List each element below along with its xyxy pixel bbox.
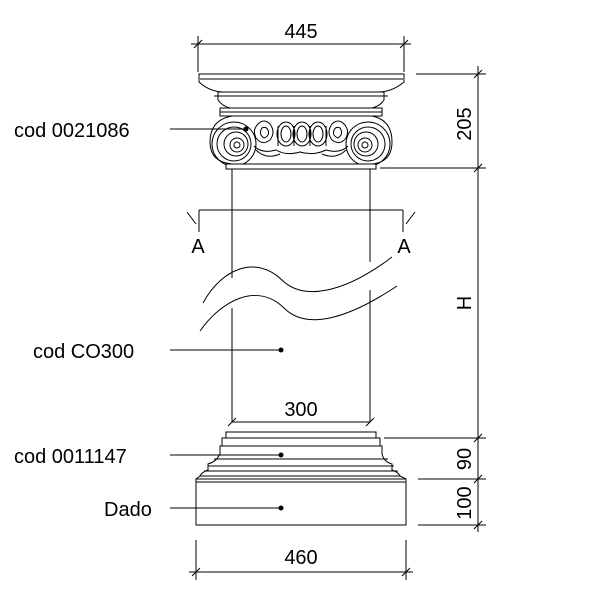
bottom-width-label: 460 <box>284 547 317 569</box>
top-width-label: 445 <box>284 21 317 43</box>
callout-shaft-label: cod CO300 <box>33 341 134 363</box>
section-mark-right: A <box>397 236 411 258</box>
dado-height-label: 100 <box>454 486 476 519</box>
section-mark-left: A <box>191 236 205 258</box>
capital-height-label: 205 <box>454 107 476 140</box>
vertical-dimensions: 205 H 90 100 <box>380 66 486 532</box>
callout-dado-label: Dado <box>104 499 152 521</box>
callout-capital: cod 0021086 <box>14 120 249 142</box>
capital-band <box>217 91 385 109</box>
callout-dado: Dado <box>104 499 284 521</box>
callout-shaft: cod CO300 <box>33 341 284 363</box>
shaft-diameter-label: 300 <box>284 399 317 421</box>
base-height-label: 90 <box>454 448 476 470</box>
bottom-width-dimension: 460 <box>189 540 413 580</box>
capital <box>198 73 405 170</box>
callout-base: cod 0011147 <box>14 446 284 468</box>
capital-abacus <box>198 73 405 93</box>
capital-cushion <box>209 115 393 165</box>
top-width-dimension: 445 <box>191 21 411 72</box>
break-line-upper <box>202 256 393 304</box>
base <box>199 431 401 477</box>
callout-base-label: cod 0011147 <box>14 446 127 468</box>
shaft-height-label: H <box>454 296 476 310</box>
egg-and-dart-ornament <box>253 120 349 157</box>
section-cut-line: A A <box>186 209 416 258</box>
left-volute <box>211 121 257 167</box>
dado-block <box>195 475 407 526</box>
shaft: 300 <box>199 169 398 427</box>
break-line-lower <box>199 285 398 332</box>
callout-capital-label: cod 0021086 <box>14 120 130 142</box>
